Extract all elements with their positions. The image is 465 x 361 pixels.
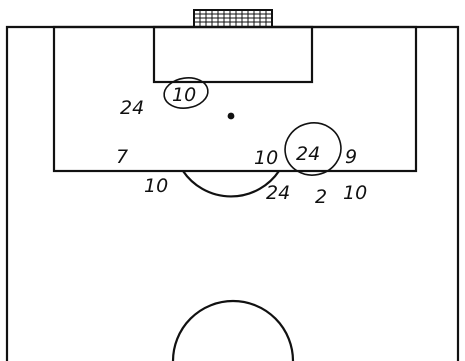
mark-2: 2 [315,186,327,208]
field-boundary [5,25,460,361]
mark-24-circled: 24 [296,143,320,165]
mark-24-low: 24 [266,182,290,204]
mark-9: 9 [345,146,357,168]
goal-net [193,9,273,28]
mark-ring-10-top [163,77,209,109]
mark-10-mid: 10 [254,147,278,169]
mark-10-circled-top: 10 [172,84,196,106]
penalty-arc [182,170,280,198]
penalty-area [52,25,418,173]
goal-area [152,25,314,84]
mark-10-left-low: 10 [144,175,168,197]
center-circle [171,299,295,361]
mark-24-top: 24 [120,97,144,119]
penalty-spot [227,112,235,120]
player-marks: 24 10 7 10 24 9 10 24 2 10 [116,77,367,208]
mark-10-right-low: 10 [343,182,367,204]
mark-ring-24 [284,122,342,176]
mark-7: 7 [116,146,128,168]
